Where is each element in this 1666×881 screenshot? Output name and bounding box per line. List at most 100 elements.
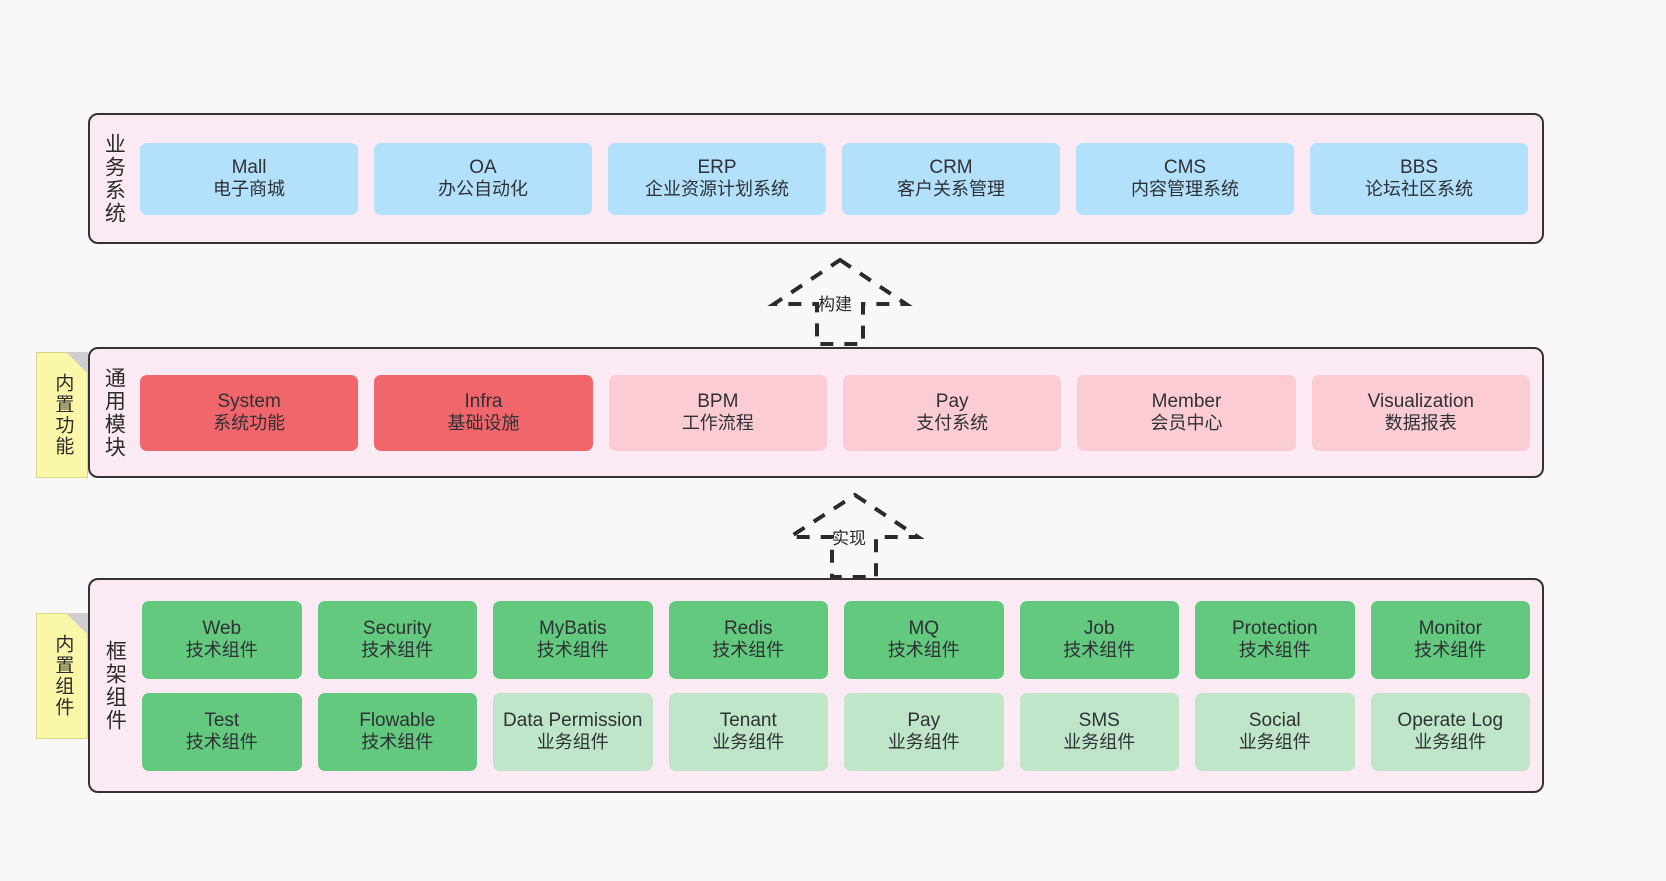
card-subtitle: 业务组件	[712, 732, 785, 753]
card-web[interactable]: Web 技术组件	[142, 600, 302, 679]
card-pay-component[interactable]: Pay 业务组件	[844, 692, 1004, 771]
band-body-business: Mall 电子商城 OA 办公自动化 ERP 企业资源计划系统 CRM 客户关系…	[136, 115, 1542, 242]
card-crm[interactable]: CRM 客户关系管理	[842, 142, 1060, 215]
card-title: Redis	[723, 617, 773, 639]
card-title: Visualization	[1367, 390, 1474, 412]
card-mall[interactable]: Mall 电子商城	[140, 142, 358, 215]
card-bpm[interactable]: BPM 工作流程	[608, 374, 827, 451]
card-test[interactable]: Test 技术组件	[142, 692, 302, 771]
card-title: Protection	[1231, 617, 1318, 639]
card-subtitle: 业务组件	[1063, 732, 1136, 753]
card-subtitle: 业务组件	[887, 732, 960, 753]
card-subtitle: 技术组件	[185, 640, 258, 661]
card-subtitle: 客户关系管理	[897, 179, 1005, 200]
card-subtitle: 业务组件	[536, 732, 609, 753]
card-title: BBS	[1399, 156, 1439, 178]
card-title: Pay	[935, 390, 969, 412]
card-data-permission[interactable]: Data Permission 业务组件	[493, 692, 653, 771]
card-title: Flowable	[359, 709, 436, 731]
card-mq[interactable]: MQ 技术组件	[844, 600, 1004, 679]
card-mybatis[interactable]: MyBatis 技术组件	[493, 600, 653, 679]
card-cms[interactable]: CMS 内容管理系统	[1076, 142, 1294, 215]
card-title: Data Permission	[503, 709, 643, 731]
card-title: Mall	[231, 156, 267, 178]
card-title: Member	[1151, 390, 1222, 412]
card-title: BPM	[697, 390, 739, 412]
card-title: Pay	[907, 709, 941, 731]
card-row-tech: Web 技术组件 Security 技术组件 MyBatis 技术组件 Redi…	[142, 600, 1530, 679]
generalization-arrow-build: 构建	[755, 256, 925, 346]
card-title: Monitor	[1418, 617, 1482, 639]
card-job[interactable]: Job 技术组件	[1019, 600, 1179, 679]
card-member[interactable]: Member 会员中心	[1077, 374, 1296, 451]
card-title: OA	[469, 156, 497, 178]
card-subtitle: 论坛社区系统	[1365, 179, 1473, 200]
card-subtitle: 办公自动化	[438, 179, 528, 200]
sticky-note-builtin-features: 内置功能	[36, 352, 88, 478]
card-title: CMS	[1163, 156, 1207, 178]
card-subtitle: 技术组件	[361, 640, 434, 661]
card-title: Operate Log	[1397, 709, 1504, 731]
card-title: SMS	[1078, 709, 1120, 731]
card-row-business: Test 技术组件 Flowable 技术组件 Data Permission …	[142, 692, 1530, 771]
band-label-business: 业务系统	[102, 132, 126, 225]
card-subtitle: 工作流程	[681, 413, 754, 434]
card-title: MQ	[908, 617, 940, 639]
card-bbs[interactable]: BBS 论坛社区系统	[1310, 142, 1528, 215]
card-subtitle: 业务组件	[1414, 732, 1487, 753]
card-subtitle: 支付系统	[916, 413, 989, 434]
card-title: Social	[1248, 709, 1301, 731]
card-erp[interactable]: ERP 企业资源计划系统	[608, 142, 826, 215]
card-subtitle: 基础设施	[447, 413, 520, 434]
card-subtitle: 技术组件	[1238, 640, 1311, 661]
card-title: CRM	[929, 156, 973, 178]
card-title: Security	[362, 617, 432, 639]
card-operate-log[interactable]: Operate Log 业务组件	[1370, 692, 1530, 771]
card-subtitle: 技术组件	[1414, 640, 1487, 661]
card-subtitle: 数据报表	[1384, 413, 1457, 434]
card-security[interactable]: Security 技术组件	[317, 600, 477, 679]
card-title: Web	[202, 617, 242, 639]
band-label-frame: 框架组件	[103, 639, 127, 732]
card-row: Mall 电子商城 OA 办公自动化 ERP 企业资源计划系统 CRM 客户关系…	[140, 142, 1528, 215]
card-subtitle: 技术组件	[185, 732, 258, 753]
card-oa[interactable]: OA 办公自动化	[374, 142, 592, 215]
card-tenant[interactable]: Tenant 业务组件	[668, 692, 828, 771]
band-business-systems: 业务系统 Mall 电子商城 OA 办公自动化 ERP 企业资源计划系统 CRM…	[88, 113, 1544, 244]
card-subtitle: 技术组件	[536, 640, 609, 661]
card-social[interactable]: Social 业务组件	[1195, 692, 1355, 771]
card-sms[interactable]: SMS 业务组件	[1019, 692, 1179, 771]
card-title: Test	[204, 709, 240, 731]
band-body-frame: Web 技术组件 Security 技术组件 MyBatis 技术组件 Redi…	[138, 580, 1542, 791]
arrow-label-build: 构建	[818, 295, 852, 314]
card-system[interactable]: System 系统功能	[140, 374, 359, 451]
card-title: MyBatis	[538, 617, 607, 639]
card-title: System	[217, 390, 281, 412]
card-row: System 系统功能 Infra 基础设施 BPM 工作流程 Pay 支付系统…	[140, 374, 1530, 451]
arrow-label-implement: 实现	[832, 529, 866, 548]
card-infra[interactable]: Infra 基础设施	[374, 374, 593, 451]
card-subtitle: 会员中心	[1150, 413, 1223, 434]
card-subtitle: 技术组件	[361, 732, 434, 753]
card-visualization[interactable]: Visualization 数据报表	[1311, 374, 1530, 451]
card-subtitle: 技术组件	[1063, 640, 1136, 661]
band-common-modules: 通用模块 System 系统功能 Infra 基础设施 BPM 工作流程 Pay…	[88, 347, 1544, 478]
card-flowable[interactable]: Flowable 技术组件	[317, 692, 477, 771]
card-title: ERP	[697, 156, 737, 178]
sticky-note-builtin-components: 内置组件	[36, 613, 88, 739]
card-subtitle: 企业资源计划系统	[645, 179, 789, 200]
card-title: Tenant	[719, 709, 777, 731]
card-title: Infra	[464, 390, 503, 412]
band-label-common: 通用模块	[102, 366, 126, 459]
generalization-arrow-implement: 实现	[770, 491, 940, 579]
card-title: Job	[1083, 617, 1115, 639]
card-subtitle: 系统功能	[213, 413, 286, 434]
card-subtitle: 业务组件	[1238, 732, 1311, 753]
card-subtitle: 技术组件	[887, 640, 960, 661]
card-pay[interactable]: Pay 支付系统	[842, 374, 1062, 451]
card-subtitle: 电子商城	[213, 179, 285, 200]
card-redis[interactable]: Redis 技术组件	[668, 600, 828, 679]
card-monitor[interactable]: Monitor 技术组件	[1370, 600, 1530, 679]
card-protection[interactable]: Protection 技术组件	[1195, 600, 1355, 679]
